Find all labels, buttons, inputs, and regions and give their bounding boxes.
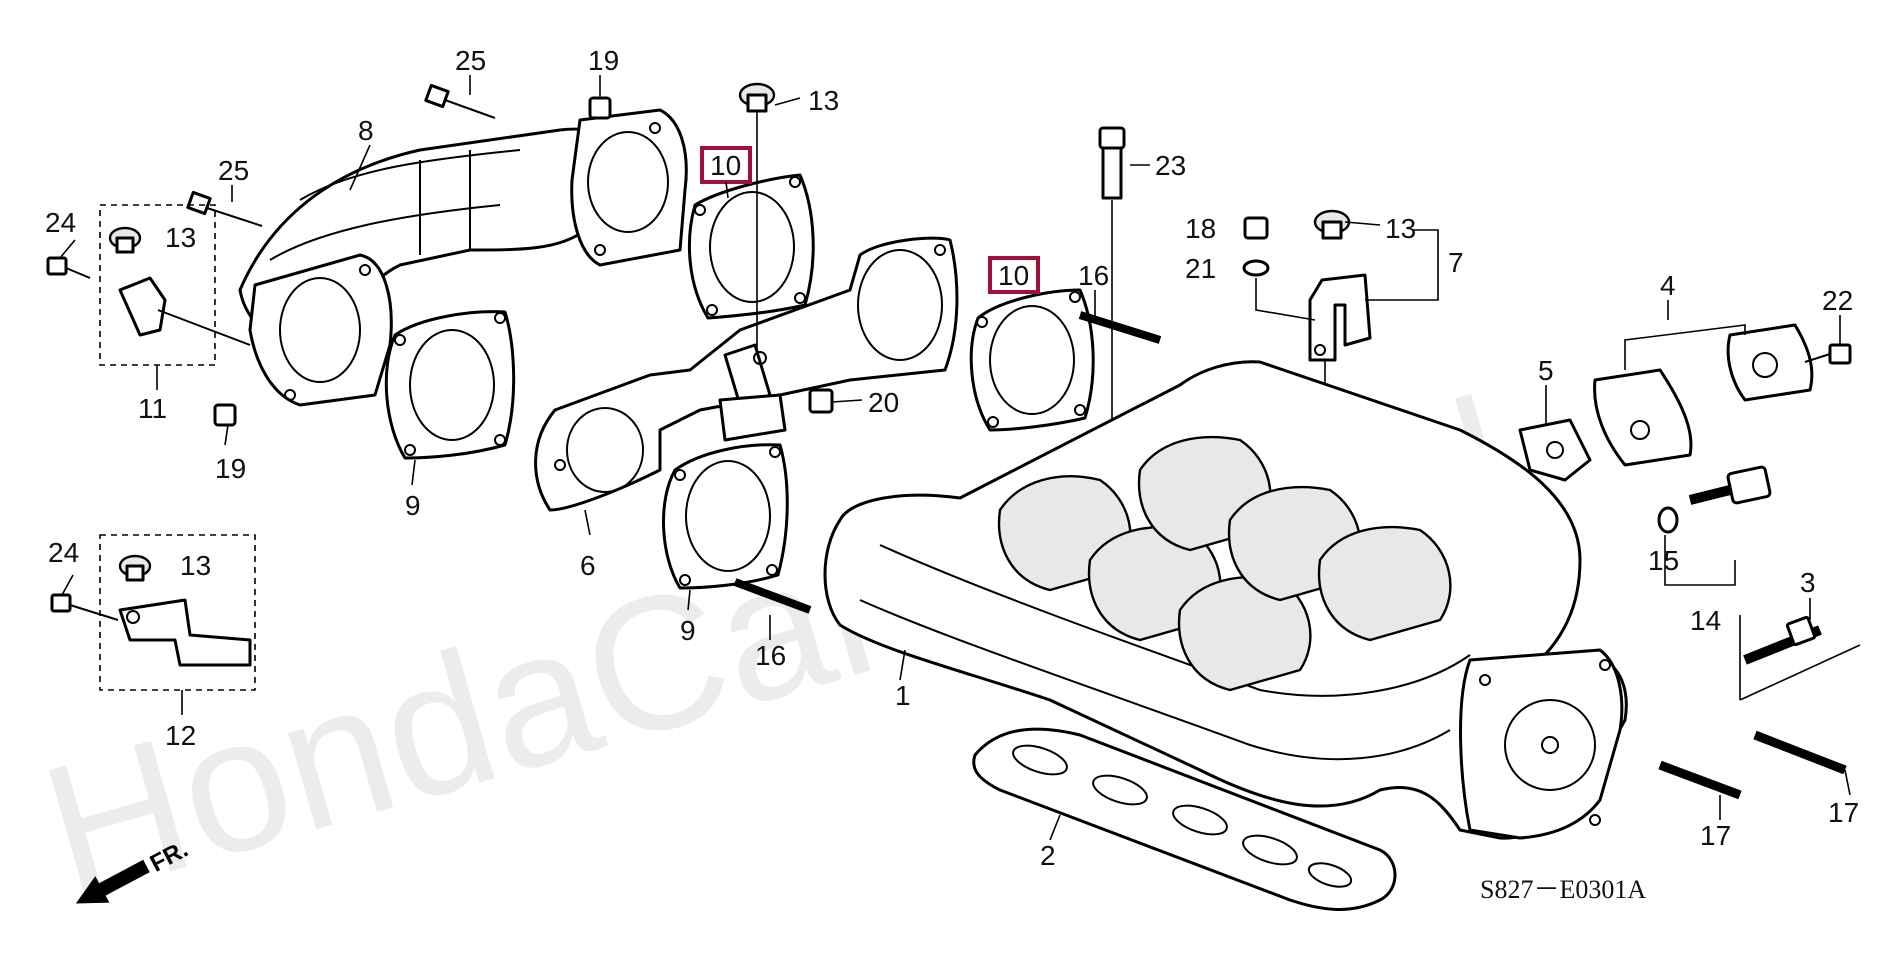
callout-22[interactable]: 22: [1822, 285, 1853, 316]
callout-12[interactable]: 12: [165, 720, 196, 751]
callout-20[interactable]: 20: [868, 387, 899, 418]
part-13-grommet-d[interactable]: [1313, 209, 1351, 240]
part-17-stud-lower[interactable]: [1658, 760, 1742, 800]
part-10-gasket-upper-right[interactable]: [969, 288, 1095, 432]
callout-9a[interactable]: 9: [405, 490, 421, 521]
part-20-nut[interactable]: [808, 388, 834, 414]
part-23-bolt[interactable]: [1098, 126, 1126, 520]
callout-13b[interactable]: 13: [180, 550, 211, 581]
part-13-grommet-a[interactable]: [108, 226, 142, 254]
callout-24b[interactable]: 24: [48, 537, 79, 568]
part-1-intake-manifold[interactable]: [823, 360, 1628, 840]
part-9-gasket-left[interactable]: [384, 310, 516, 460]
callout-13c[interactable]: 13: [808, 85, 839, 116]
part-13-grommet-b[interactable]: [118, 554, 152, 582]
callout-17a[interactable]: 17: [1828, 797, 1859, 828]
callout-6[interactable]: 6: [580, 550, 596, 581]
callout-labels: 25 25 19 19 8 24 24 13 13 13 13 11 12 9 …: [45, 45, 1859, 871]
part-25-bolt-upper[interactable]: [424, 83, 496, 119]
part-21-washer[interactable]: [1242, 259, 1270, 277]
part-19-nut-upper[interactable]: [588, 96, 612, 120]
part-5-gasket-small[interactable]: [1518, 418, 1592, 482]
callout-10b-label: 10: [998, 260, 1029, 291]
part-9-gasket-right[interactable]: [662, 443, 789, 590]
callout-5[interactable]: 5: [1538, 355, 1554, 386]
part-2-manifold-gasket[interactable]: [972, 727, 1397, 911]
part-19-nut-lower[interactable]: [213, 403, 237, 427]
callout-11[interactable]: 11: [138, 393, 167, 424]
callout-2[interactable]: 2: [1040, 840, 1056, 871]
diagram-code: S827－E0301A: [1480, 875, 1646, 904]
part-17-stud-upper[interactable]: [1753, 730, 1847, 775]
callout-7[interactable]: 7: [1448, 247, 1464, 278]
part-24-bolt-lower[interactable]: [50, 593, 119, 621]
highlighted-callout-10a[interactable]: 10: [700, 146, 752, 184]
callout-3[interactable]: 3: [1800, 567, 1816, 598]
callout-19b[interactable]: 19: [215, 453, 246, 484]
callout-25a[interactable]: 25: [455, 45, 486, 76]
part-18-nut[interactable]: [1243, 216, 1269, 240]
callout-13a[interactable]: 13: [165, 222, 196, 253]
callout-17b[interactable]: 17: [1700, 820, 1731, 851]
part-22-bolt[interactable]: [1804, 343, 1852, 365]
part-12-bracket-assembly[interactable]: [99, 534, 256, 715]
part-10-gasket-upper-left[interactable]: [687, 173, 815, 320]
callout-10a-label: 10: [710, 150, 741, 181]
part-16-stud-upper[interactable]: [1078, 311, 1162, 344]
part-6-plate-bracket[interactable]: [534, 236, 959, 512]
callout-15[interactable]: 15: [1648, 545, 1679, 576]
part-11-bracket-assembly[interactable]: [99, 204, 251, 390]
callout-21[interactable]: 21: [1185, 253, 1216, 284]
part-4-cover-plate[interactable]: [1593, 323, 1814, 467]
part-13-grommet-c[interactable]: [738, 82, 776, 355]
part-16-stud-lower[interactable]: [733, 578, 812, 614]
front-arrow-icon: [75, 859, 150, 904]
callout-19a[interactable]: 19: [588, 45, 619, 76]
part-15-washer[interactable]: [1657, 506, 1679, 534]
callout-25b[interactable]: 25: [218, 155, 249, 186]
callout-4[interactable]: 4: [1660, 270, 1676, 301]
callout-1[interactable]: 1: [895, 680, 911, 711]
highlighted-callout-10b[interactable]: 10: [988, 256, 1040, 294]
part-3-bolt[interactable]: [1739, 615, 1861, 701]
callout-16a[interactable]: 16: [1078, 260, 1109, 291]
part-25-bolt-lower[interactable]: [186, 190, 263, 227]
part-8-intake-pipe[interactable]: [238, 108, 688, 407]
leader-lines: [59, 75, 1851, 841]
callout-14[interactable]: 14: [1690, 605, 1721, 636]
highlight-box: [988, 256, 1040, 294]
part-14-sensor[interactable]: [1664, 465, 1772, 586]
callout-23[interactable]: 23: [1155, 150, 1186, 181]
callout-8[interactable]: 8: [358, 115, 374, 146]
callout-24a[interactable]: 24: [45, 207, 76, 238]
part-24-bolt-upper[interactable]: [46, 256, 91, 279]
callout-9b[interactable]: 9: [680, 615, 696, 646]
callout-16b[interactable]: 16: [755, 640, 786, 671]
callout-18[interactable]: 18: [1185, 213, 1216, 244]
callout-13d[interactable]: 13: [1385, 213, 1416, 244]
